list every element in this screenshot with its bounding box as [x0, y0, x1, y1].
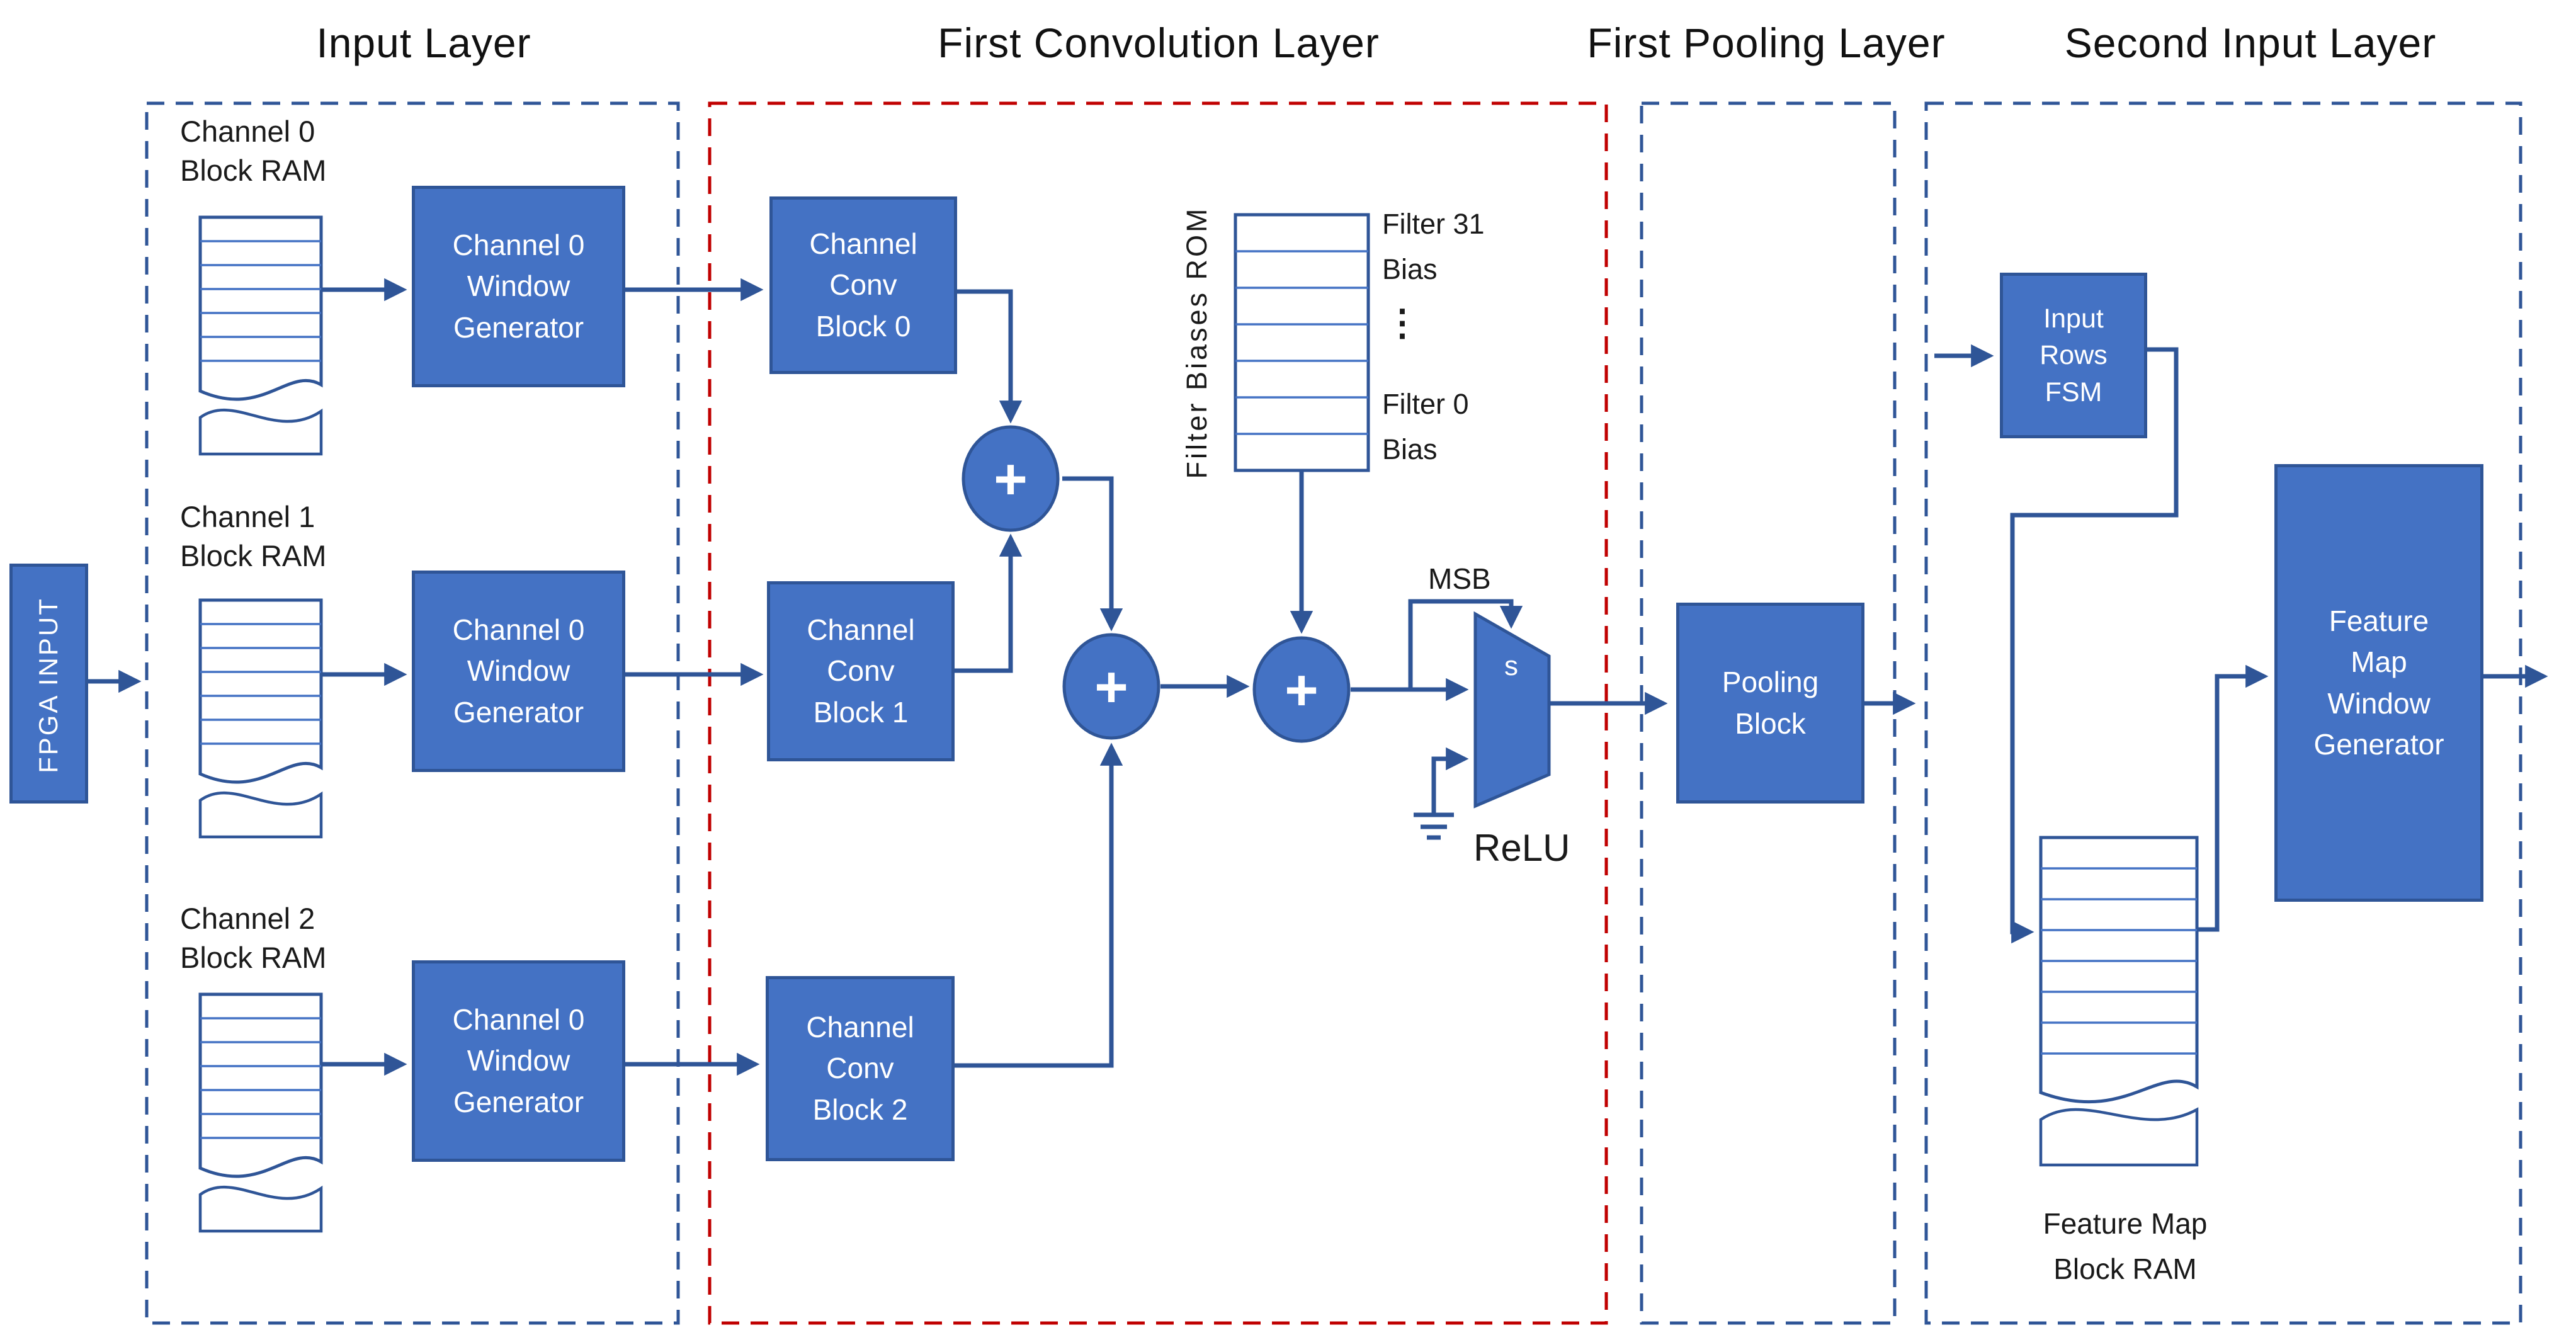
window-generator-0-line1: Channel 0	[452, 229, 585, 262]
adder-0-plus: +	[994, 447, 1028, 511]
window-generator-0-line3: Generator	[453, 310, 584, 344]
feature-map-ram-label-line1: Feature Map	[2043, 1207, 2208, 1240]
feature-generator-line4: Generator	[2313, 727, 2444, 761]
channel-conv-block-0: Channel Conv Block 0	[769, 196, 957, 374]
wires	[88, 278, 2548, 1076]
channel0-ram-label: Channel 0 Block RAM	[180, 112, 326, 190]
wire-conv2-to-adder1	[955, 742, 1123, 1068]
pooling-block: Pooling Block	[1676, 603, 1864, 804]
window-generator-2-line3: Generator	[453, 1085, 584, 1118]
rom-ellipsis: ⋮	[1384, 302, 1421, 343]
window-generator-1-line3: Generator	[453, 695, 584, 729]
channel2-ram-label: Channel 2 Block RAM	[180, 899, 326, 977]
filter-biases-rom-shape	[1234, 213, 1370, 472]
adder-1-plus: +	[1094, 655, 1128, 719]
adder-2-plus: +	[1285, 658, 1319, 722]
feature-map-ram-label-line2: Block RAM	[2053, 1253, 2197, 1285]
ground-symbol	[1414, 812, 1454, 840]
title-input-layer: Input Layer	[316, 20, 531, 66]
adder-0	[962, 425, 1060, 532]
second-input-layer-region	[1924, 101, 2522, 1325]
fsm-line2: Rows	[2040, 340, 2108, 371]
conv-block-0-line2: Conv	[829, 268, 897, 302]
window-generator-2-line1: Channel 0	[452, 1003, 585, 1037]
conv-block-1-line1: Channel	[807, 613, 915, 647]
wire-fsm-to-feature-ram	[2010, 347, 2179, 944]
window-generator-1-line1: Channel 0	[452, 613, 585, 647]
mux-shape	[1473, 611, 1551, 809]
feature-generator-line3: Window	[2327, 686, 2431, 720]
title-first-pooling-layer: First Pooling Layer	[1587, 20, 1946, 66]
chann2-ram-label-line2: Block RAM	[180, 941, 327, 975]
channel2-ram-label-line1: Channel 2	[180, 902, 315, 935]
window-generator-0-line2: Window	[467, 270, 570, 303]
channel0-ram-label-line2: Block RAM	[180, 154, 327, 188]
filter-0-label: Filter 0	[1382, 388, 1469, 420]
window-generator-0: Channel 0 Window Generator	[412, 186, 625, 387]
feature-map-window-generator: Feature Map Window Generator	[2274, 464, 2483, 902]
input-rows-fsm: Input Rows FSM	[2000, 273, 2147, 438]
wire-conv1-to-adder0	[955, 533, 1023, 673]
wire-msb-to-mux-select	[1408, 599, 1523, 690]
pooling-block-line2: Block	[1735, 707, 1806, 740]
feature-generator-line1: Feature	[2329, 604, 2429, 637]
wire-ground-to-mux	[1431, 747, 1469, 813]
wire-adder0-to-adder1	[1062, 476, 1123, 632]
filter-31-bias-label: Bias	[1382, 253, 1438, 285]
conv-block-2-line2: Conv	[826, 1052, 894, 1085]
channel0-ram-label-line1: Channel 0	[180, 115, 315, 148]
channel-conv-block-1: Channel Conv Block 1	[767, 581, 955, 761]
filter-31-label: Filter 31	[1382, 208, 1485, 240]
msb-label: MSB	[1428, 562, 1491, 595]
adder-2	[1252, 636, 1351, 743]
title-second-input-layer: Second Input Layer	[2064, 20, 2437, 66]
channel0-block-ram-shape	[200, 217, 321, 454]
conv-layer-region	[708, 101, 1608, 1325]
relu-mux: s	[1473, 611, 1551, 809]
feature-map-block-ram-shape	[2041, 838, 2197, 1165]
window-generator-1-line2: Window	[467, 654, 570, 688]
channel1-block-ram-shape	[200, 600, 321, 837]
channel1-ram-label-line1: Channel 1	[180, 500, 315, 533]
fsm-line1: Input	[2043, 304, 2104, 334]
conv-block-0-line1: Channel	[809, 227, 917, 261]
window-generator-2-line2: Window	[467, 1044, 570, 1077]
title-first-convolution-layer: First Convolution Layer	[938, 20, 1380, 66]
conv-block-1-line3: Block 1	[813, 695, 909, 729]
input-layer-region	[145, 101, 680, 1325]
conv-block-1-line2: Conv	[827, 654, 895, 688]
channel1-ram-label: Channel 1 Block RAM	[180, 497, 326, 576]
relu-label: ReLU	[1473, 827, 1570, 869]
adders: + + +	[962, 425, 1351, 743]
fsm-line3: FSM	[2045, 377, 2102, 407]
wire-conv0-to-adder0	[957, 289, 1023, 424]
feature-generator-line2: Map	[2351, 645, 2407, 679]
filter-biases-rom-label: Filter Biases ROM	[1181, 206, 1213, 479]
adder-1	[1062, 633, 1160, 740]
fpga-input-label: FPGA INPUT	[33, 597, 63, 773]
window-generator-2: Channel 0 Window Generator	[412, 960, 625, 1162]
mux-select-label: s	[1504, 650, 1518, 681]
fpga-input-box	[9, 564, 88, 804]
pooling-block-line1: Pooling	[1722, 666, 1819, 699]
conv-block-2-line3: Block 2	[812, 1093, 908, 1126]
window-generator-1: Channel 0 Window Generator	[412, 571, 625, 772]
wire-feature-ram-to-generator	[2197, 664, 2269, 932]
channel2-block-ram-shape	[200, 994, 321, 1231]
pooling-layer-region	[1640, 101, 1897, 1325]
channel-conv-block-2: Channel Conv Block 2	[766, 976, 955, 1161]
channel1-ram-label-line2: Block RAM	[180, 539, 327, 573]
filter-0-bias-label: Bias	[1382, 433, 1438, 465]
conv-block-2-line1: Channel	[806, 1011, 914, 1044]
conv-block-0-line3: Block 0	[815, 309, 911, 343]
